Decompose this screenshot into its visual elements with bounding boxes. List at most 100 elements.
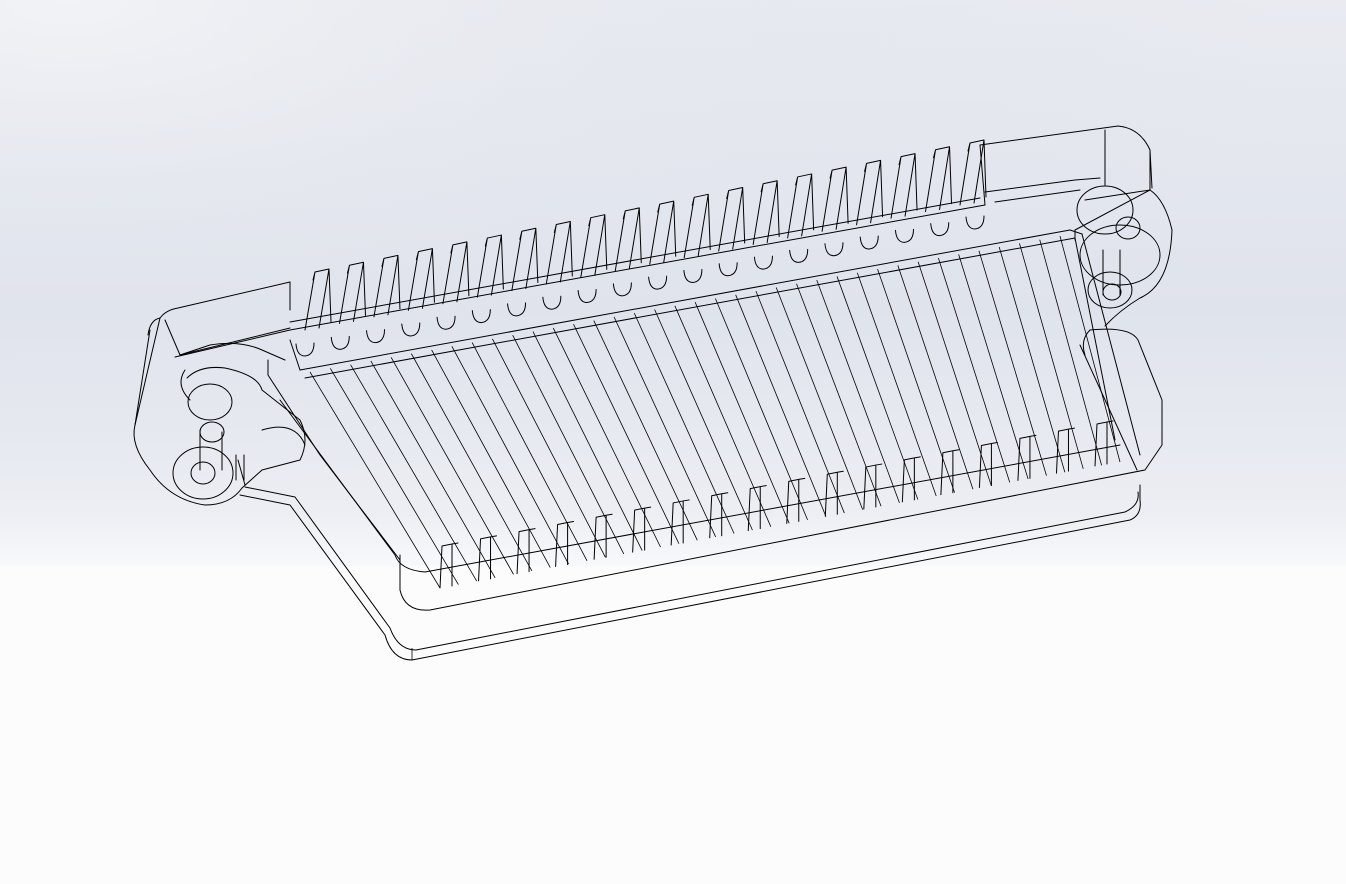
- top-fin: [304, 268, 332, 331]
- notch: [612, 282, 632, 297]
- groove-line: [1059, 235, 1121, 463]
- groove-line: [350, 364, 478, 582]
- top-fin: [787, 173, 815, 239]
- groove-line: [856, 272, 937, 497]
- top-fin: [373, 254, 401, 318]
- groove-line: [978, 250, 1047, 476]
- groove-line: [390, 357, 514, 575]
- groove-line: [715, 298, 808, 521]
- top-fin: [683, 193, 711, 259]
- bottom-fin: [747, 485, 767, 532]
- groove-line: [897, 265, 974, 490]
- groove-line: [431, 349, 551, 568]
- heatsink-outline: [133, 125, 1173, 661]
- groove-line: [309, 371, 441, 589]
- bottom-fin: [632, 506, 652, 553]
- groove-line: [552, 327, 661, 548]
- groove-line: [796, 283, 882, 507]
- groove-line: [917, 261, 992, 486]
- groove-line: [694, 302, 790, 524]
- groove-line: [775, 287, 864, 510]
- notch: [789, 248, 809, 263]
- notch: [894, 228, 914, 243]
- notch: [436, 315, 456, 330]
- notch: [930, 222, 950, 237]
- top-fin: [821, 166, 849, 232]
- top-fin: [752, 180, 780, 245]
- bottom-fin: [555, 520, 575, 567]
- notch: [330, 335, 350, 350]
- bottom-fin: [863, 463, 883, 510]
- top-fin: [925, 146, 953, 213]
- top-fin: [545, 220, 573, 285]
- bottom-fin: [516, 528, 536, 575]
- groove-line: [471, 342, 588, 561]
- bottom-fin: [901, 456, 921, 503]
- top-fin: [476, 234, 504, 298]
- groove-line: [937, 257, 1011, 483]
- groove-lines: [309, 235, 1121, 589]
- notch: [577, 289, 597, 304]
- notch: [824, 242, 844, 257]
- notch: [507, 302, 527, 317]
- groove-line: [532, 331, 643, 551]
- bottom-fin: [940, 449, 960, 496]
- bottom-fin-row: [439, 420, 1114, 589]
- top-fin: [890, 153, 918, 219]
- top-fin: [649, 200, 677, 265]
- bottom-fin: [709, 492, 729, 539]
- groove-line: [1019, 243, 1084, 469]
- notch: [366, 329, 386, 344]
- groove-line: [411, 353, 533, 572]
- groove-line: [816, 279, 900, 504]
- groove-line: [512, 335, 625, 555]
- top-fin: [407, 248, 435, 311]
- bottom-fin: [786, 477, 806, 524]
- bottom-fin: [1055, 427, 1075, 474]
- groove-line: [573, 324, 680, 544]
- top-fin: [338, 261, 366, 324]
- notch: [542, 295, 562, 310]
- bottom-fin: [978, 442, 998, 489]
- notch: [648, 275, 668, 290]
- groove-line: [613, 316, 717, 538]
- notch: [295, 342, 315, 357]
- bottom-fin: [478, 535, 498, 582]
- top-fin: [580, 214, 608, 278]
- groove-line: [329, 368, 459, 585]
- top-fin: [614, 207, 642, 272]
- notch: [965, 215, 985, 230]
- groove-line: [998, 246, 1066, 473]
- bottom-fin: [1017, 434, 1037, 481]
- notch: [683, 268, 703, 283]
- groove-line: [735, 294, 827, 517]
- notch: [859, 235, 879, 250]
- groove-line: [654, 309, 753, 531]
- groove-line: [958, 254, 1029, 480]
- top-fin: [442, 241, 470, 305]
- groove-line: [1039, 239, 1103, 466]
- bottom-fin: [1094, 420, 1114, 467]
- groove-line: [451, 346, 570, 565]
- top-fin: [856, 159, 884, 226]
- bottom-fin: [593, 513, 613, 560]
- groove-line: [633, 313, 735, 534]
- groove-line: [492, 338, 606, 558]
- top-fin: [718, 187, 746, 252]
- groove-line: [370, 360, 496, 578]
- notch: [471, 309, 491, 324]
- top-fin: [959, 139, 987, 206]
- bottom-fin: [670, 499, 690, 546]
- groove-line: [836, 276, 919, 500]
- notch-row: [295, 215, 985, 357]
- groove-line: [593, 320, 698, 541]
- top-fin-row: [304, 139, 987, 331]
- notch: [401, 322, 421, 337]
- groove-line: [674, 305, 772, 527]
- bottom-fin: [439, 542, 459, 589]
- groove-line: [877, 268, 955, 493]
- top-fin: [511, 227, 539, 292]
